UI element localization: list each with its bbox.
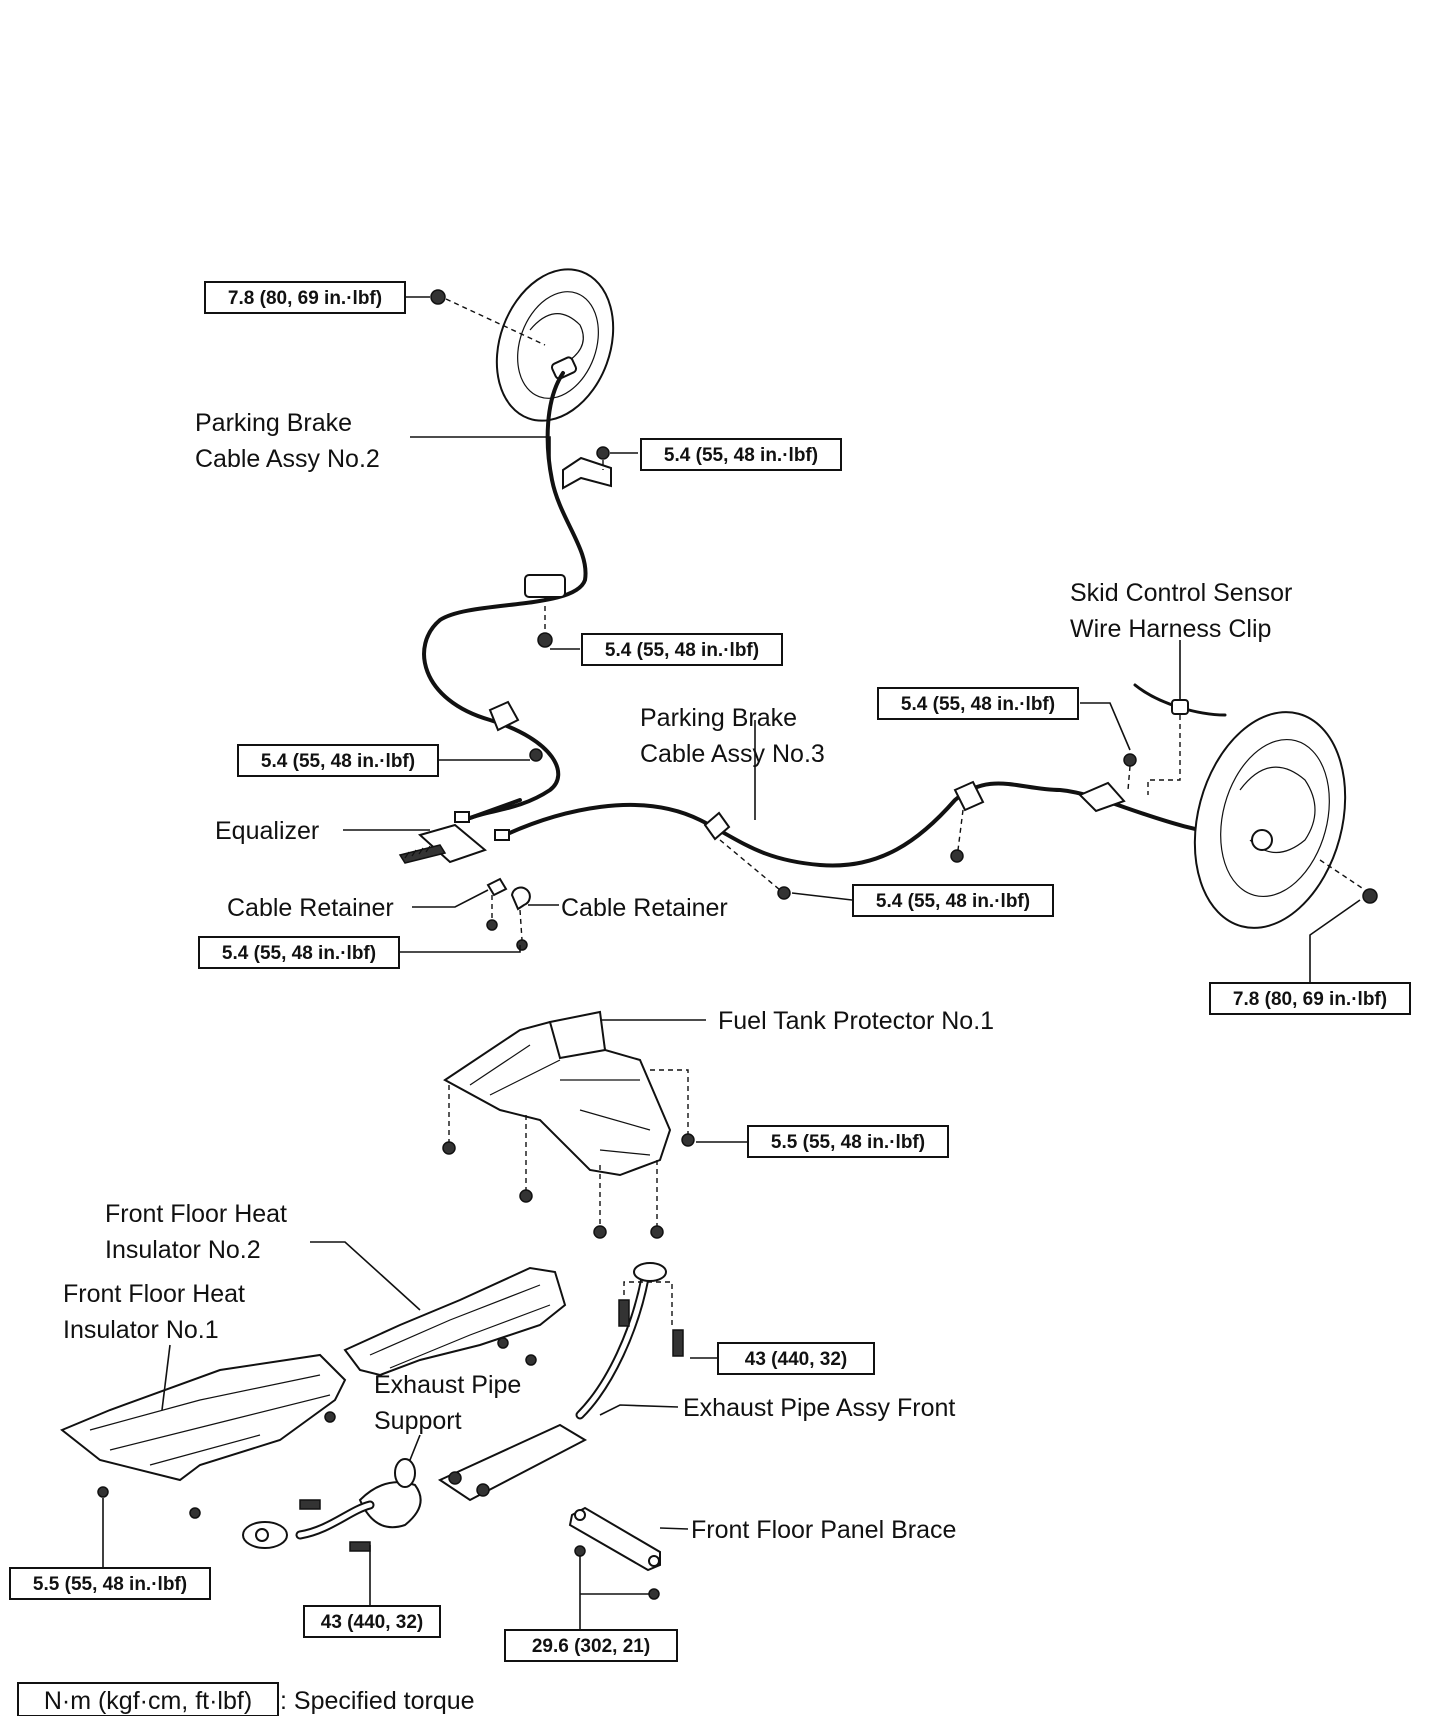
bolt-backplate-left (430, 289, 446, 305)
cable-bracket-lower (488, 700, 520, 732)
cable-retainer-right-part (510, 886, 531, 911)
legend-unit-box: N·m (kgf·cm, ft·lbf) (44, 1687, 252, 1715)
cable-bracket-upper (562, 446, 612, 490)
parking-brake-cable-no3 (503, 781, 1262, 868)
cable-bracket-mid (524, 574, 566, 598)
exhaust-gasket-springs (299, 1299, 684, 1552)
legend-description: : Specified torque (280, 1687, 475, 1715)
torque-spec-boxes: 7.8 (80, 69 in.·lbf) 5.4 (55, 48 in.·lbf… (9, 281, 1411, 1662)
torque-pipe-rear: 43 (440, 32) (745, 1349, 847, 1370)
cable-retainer-left-part (486, 877, 508, 897)
label-exhaust-pipe-front: Exhaust Pipe Assy Front (683, 1394, 955, 1422)
label-exhaust-support-l2: Support (374, 1407, 462, 1435)
label-fuel-tank-protector: Fuel Tank Protector No.1 (718, 1007, 994, 1035)
label-cable-retainer-left: Cable Retainer (227, 894, 394, 922)
torque-fuel-protector: 5.5 (55, 48 in.·lbf) (771, 1132, 925, 1153)
torque-backplate-right: 7.8 (80, 69 in.·lbf) (1233, 989, 1387, 1010)
torque-pipe-front: 43 (440, 32) (321, 1612, 423, 1633)
torque-bracket-lower: 5.4 (55, 48 in.·lbf) (261, 751, 415, 772)
torque-legend: N·m (kgf·cm, ft·lbf) : Specified torque (17, 1682, 475, 1716)
torque-brace: 29.6 (302, 21) (532, 1636, 650, 1657)
torque-heat-insulator: 5.5 (55, 48 in.·lbf) (33, 1574, 187, 1595)
label-cable-retainer-right: Cable Retainer (561, 894, 728, 922)
left-brake-backing-plate (495, 268, 615, 422)
skid-sensor-clip (1171, 699, 1189, 715)
label-heat-ins-no1-l1: Front Floor Heat (63, 1280, 245, 1308)
label-skid-sensor-l2: Wire Harness Clip (1070, 615, 1271, 643)
label-pb-cable-no3-l1: Parking Brake (640, 704, 797, 732)
equalizer (398, 823, 488, 864)
torque-retainer: 5.4 (55, 48 in.·lbf) (222, 943, 376, 964)
cable-bracket-right-low (703, 811, 731, 841)
cable-bracket-right-top (953, 780, 985, 812)
torque-bracket-upper: 5.4 (55, 48 in.·lbf) (664, 445, 818, 466)
heat-insulator-no2 (343, 1266, 567, 1377)
exhaust-pipe-support-part (394, 1458, 416, 1488)
label-pb-cable-no2-l2: Cable Assy No.2 (195, 445, 380, 473)
torque-bracket-right-low: 5.4 (55, 48 in.·lbf) (876, 891, 1030, 912)
label-exhaust-support-l1: Exhaust Pipe (374, 1371, 521, 1399)
leader-lines (102, 296, 1361, 1630)
fuel-tank-protector (443, 1010, 672, 1177)
label-heat-ins-no2-l1: Front Floor Heat (105, 1200, 287, 1228)
torque-bracket-mid: 5.4 (55, 48 in.·lbf) (605, 640, 759, 661)
exhaust-pipe-assy-front (242, 1262, 667, 1549)
heat-insulator-no1 (60, 1353, 347, 1482)
torque-bracket-right-top: 5.4 (55, 48 in.·lbf) (901, 694, 1055, 715)
right-brake-backing-plate (1193, 711, 1347, 929)
label-floor-brace: Front Floor Panel Brace (691, 1516, 956, 1544)
label-heat-ins-no1-l2: Insulator No.1 (63, 1316, 219, 1344)
cable-bracket-right-clip (1078, 781, 1126, 813)
label-skid-sensor-l1: Skid Control Sensor (1070, 579, 1292, 607)
part-labels: Parking Brake Cable Assy No.2 Skid Contr… (63, 409, 1292, 1544)
label-heat-ins-no2-l2: Insulator No.2 (105, 1236, 261, 1264)
label-pb-cable-no3-l2: Cable Assy No.3 (640, 740, 825, 768)
label-equalizer: Equalizer (215, 817, 319, 845)
label-pb-cable-no2-l1: Parking Brake (195, 409, 352, 437)
front-floor-panel-brace (568, 1506, 661, 1572)
parking-brake-cable-no2 (422, 371, 588, 820)
torque-backplate-left: 7.8 (80, 69 in.·lbf) (228, 288, 382, 309)
